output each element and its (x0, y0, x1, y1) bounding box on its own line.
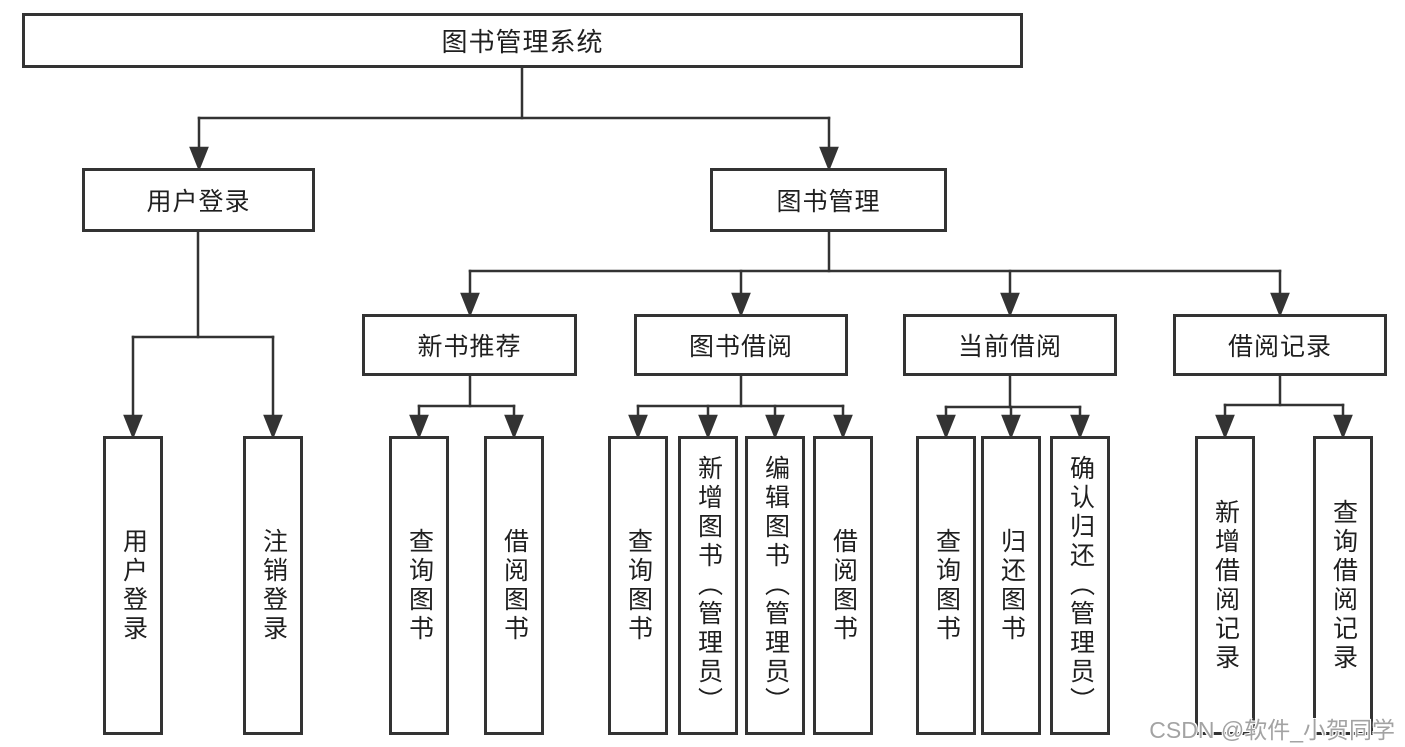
node-leaf-br-add-record-label: 新增借阅记录 (1211, 498, 1240, 673)
node-leaf-bb-edit-books-admin: 编辑图书（管理员） (745, 436, 805, 735)
node-leaf-br-add-record: 新增借阅记录 (1195, 436, 1255, 735)
node-leaf-cb-query-books: 查询图书 (916, 436, 976, 735)
node-leaf-cb-query-books-label: 查询图书 (932, 527, 961, 644)
node-leaf-rec-query-books: 查询图书 (389, 436, 449, 735)
node-leaf-bb-add-books-admin: 新增图书（管理员） (678, 436, 738, 735)
node-leaf-rec-borrow-books: 借阅图书 (484, 436, 544, 735)
node-user-login-label: 用户登录 (146, 188, 251, 216)
node-current-borrowing: 当前借阅 (903, 314, 1117, 376)
node-new-book-recommendation: 新书推荐 (362, 314, 577, 376)
node-current-borrowing-label: 当前借阅 (957, 333, 1062, 361)
node-leaf-bb-add-books-admin-label: 新增图书（管理员） (694, 455, 723, 716)
node-book-management: 图书管理 (710, 168, 947, 232)
node-leaf-cb-return-books: 归还图书 (981, 436, 1041, 735)
node-leaf-cb-confirm-return-admin-label: 确认归还（管理员） (1066, 455, 1095, 716)
node-leaf-user-login: 用户登录 (103, 436, 163, 735)
node-leaf-br-query-record-label: 查询借阅记录 (1329, 498, 1358, 673)
node-leaf-cb-confirm-return-admin: 确认归还（管理员） (1050, 436, 1110, 735)
node-borrowing-records: 借阅记录 (1173, 314, 1387, 376)
node-leaf-rec-query-books-label: 查询图书 (405, 527, 434, 644)
node-library-management-system-label: 图书管理系统 (441, 27, 604, 57)
node-leaf-logout-label: 注销登录 (259, 527, 288, 644)
node-leaf-br-query-record: 查询借阅记录 (1313, 436, 1373, 735)
node-borrowing-records-label: 借阅记录 (1227, 333, 1332, 361)
node-leaf-bb-borrow-books: 借阅图书 (813, 436, 873, 735)
node-book-borrowing-label: 图书借阅 (688, 333, 793, 361)
node-book-management-label: 图书管理 (776, 188, 881, 216)
node-leaf-user-login-label: 用户登录 (119, 527, 148, 644)
node-leaf-bb-borrow-books-label: 借阅图书 (829, 527, 858, 644)
node-leaf-bb-query-books-label: 查询图书 (624, 527, 653, 644)
node-leaf-bb-edit-books-admin-label: 编辑图书（管理员） (761, 455, 790, 716)
node-book-borrowing: 图书借阅 (634, 314, 848, 376)
node-leaf-logout: 注销登录 (243, 436, 303, 735)
csdn-watermark: CSDN @软件_小贺同学 (1149, 717, 1395, 743)
node-user-login: 用户登录 (82, 168, 315, 232)
node-leaf-bb-query-books: 查询图书 (608, 436, 668, 735)
node-leaf-rec-borrow-books-label: 借阅图书 (500, 527, 529, 644)
node-new-book-recommendation-label: 新书推荐 (417, 333, 522, 361)
node-library-management-system: 图书管理系统 (22, 13, 1023, 68)
node-leaf-cb-return-books-label: 归还图书 (997, 527, 1026, 644)
